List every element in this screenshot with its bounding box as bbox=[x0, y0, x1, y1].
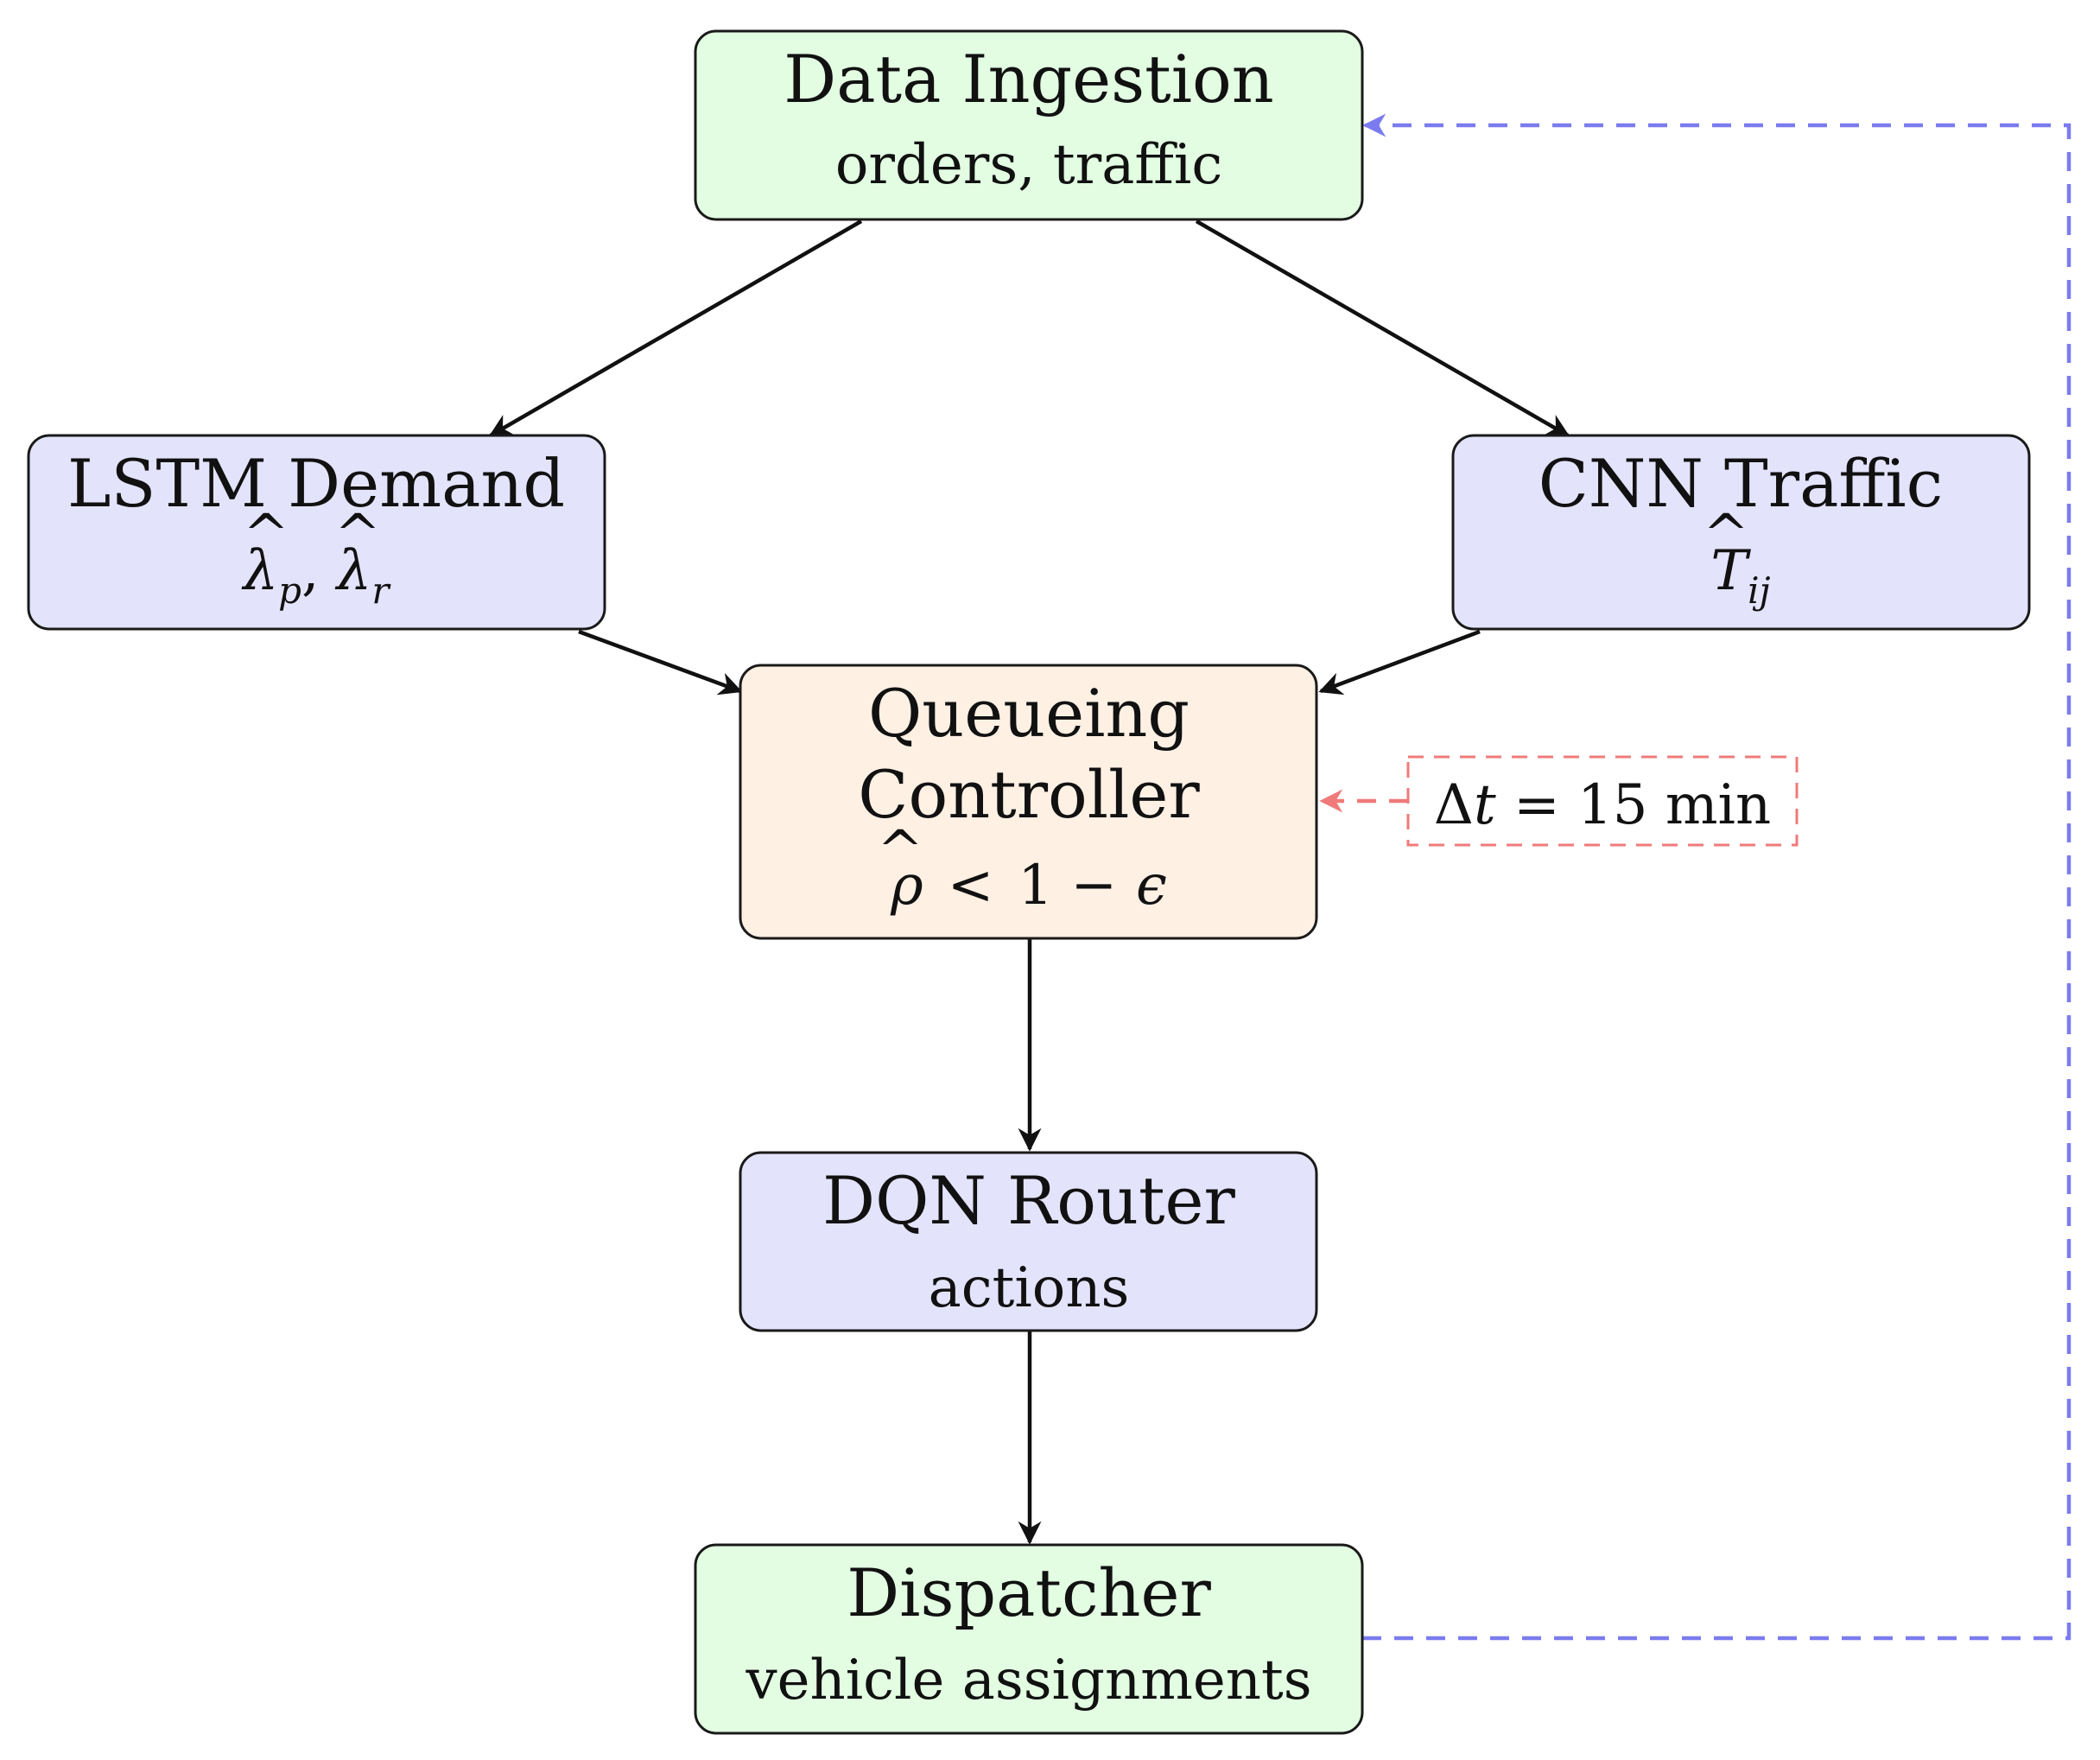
node-dispatcher: Dispatcher vehicle assignments bbox=[694, 1543, 1364, 1735]
node-title: CNN Traffic bbox=[1539, 445, 1944, 522]
lambda-hat-2: ^ bbox=[334, 503, 381, 567]
node-title: Data Ingestion bbox=[784, 41, 1273, 118]
stability-condition: ρ<1 −ϵ bbox=[890, 854, 1167, 918]
node-title: Dispatcher bbox=[847, 1554, 1211, 1631]
note-label: Δt = 15 min bbox=[1434, 773, 1771, 837]
node-cnn-traffic: CNN Traffic Tij ^ bbox=[1451, 434, 2031, 631]
node-title-line1: Queueing bbox=[868, 675, 1190, 752]
node-data-ingestion: Data Ingestion orders, traffic bbox=[694, 29, 1364, 221]
node-box bbox=[694, 1543, 1364, 1735]
node-subtitle: vehicle assignments bbox=[745, 1649, 1311, 1712]
node-subtitle: actions bbox=[929, 1256, 1130, 1320]
edge-lstm-to-queueing bbox=[578, 629, 743, 696]
note-box bbox=[1406, 755, 1799, 847]
lambda-hat-1: ^ bbox=[243, 503, 289, 567]
edge-cnn-to-queueing bbox=[1318, 629, 1481, 696]
node-title: LSTM Demand bbox=[67, 445, 565, 522]
lambda-formula: λp, λr bbox=[241, 539, 392, 612]
update-interval-note: Δt = 15 min bbox=[1406, 755, 1799, 847]
edge-ingestion-to-cnn bbox=[1195, 219, 1570, 437]
node-queueing-controller: Queueing Controller ρ<1 −ϵ ^ bbox=[739, 664, 1318, 940]
rho-hat: ^ bbox=[877, 819, 923, 883]
node-title: DQN Router bbox=[822, 1162, 1235, 1239]
t-hat: ^ bbox=[1703, 503, 1749, 567]
node-subtitle: orders, traffic bbox=[835, 133, 1222, 197]
node-lstm-demand: LSTM Demand λp, λr ^ ^ bbox=[27, 434, 606, 631]
node-box bbox=[27, 434, 606, 631]
node-box bbox=[739, 664, 1318, 940]
node-dqn-router: DQN Router actions bbox=[739, 1151, 1318, 1332]
feedback-edge-dispatcher-to-ingestion bbox=[1362, 113, 2071, 1641]
edge-ingestion-to-lstm bbox=[488, 219, 863, 437]
node-box bbox=[694, 29, 1364, 221]
node-title-line2: Controller bbox=[858, 756, 1200, 833]
edges bbox=[488, 113, 2071, 1641]
node-box bbox=[739, 1151, 1318, 1332]
travel-time-formula: Tij bbox=[1710, 539, 1770, 612]
node-box bbox=[1451, 434, 2031, 631]
